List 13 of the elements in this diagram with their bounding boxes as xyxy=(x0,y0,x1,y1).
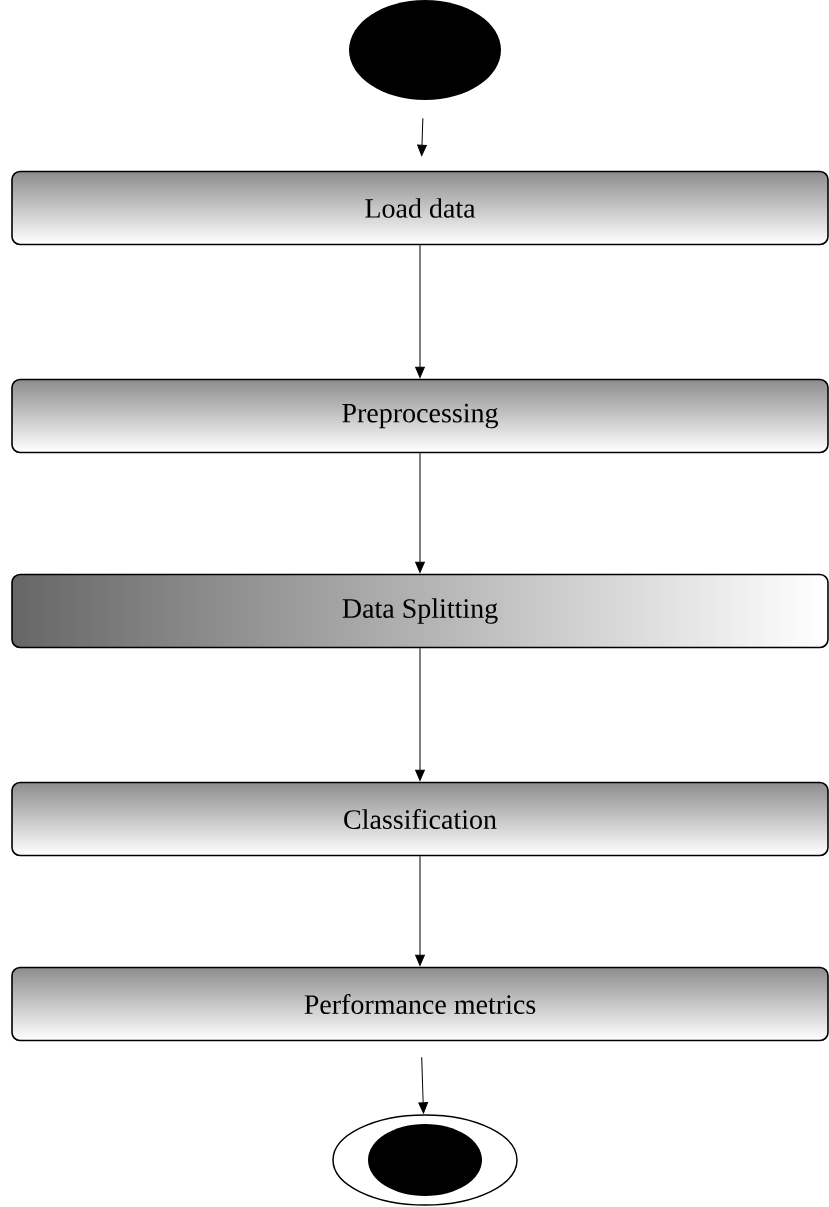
process-box: Data Splitting xyxy=(11,573,829,649)
arrow xyxy=(415,855,425,966)
process-box: Load data xyxy=(11,170,829,246)
arrow xyxy=(415,647,425,781)
process-box: Preprocessing xyxy=(11,378,829,454)
arrow xyxy=(417,117,427,156)
arrow xyxy=(418,1056,429,1114)
end-node xyxy=(332,1114,518,1206)
arrow xyxy=(415,244,425,378)
start-node xyxy=(349,0,501,100)
process-box: Classification xyxy=(11,781,829,857)
arrow xyxy=(415,452,425,573)
process-box: Performance metrics xyxy=(11,966,829,1042)
